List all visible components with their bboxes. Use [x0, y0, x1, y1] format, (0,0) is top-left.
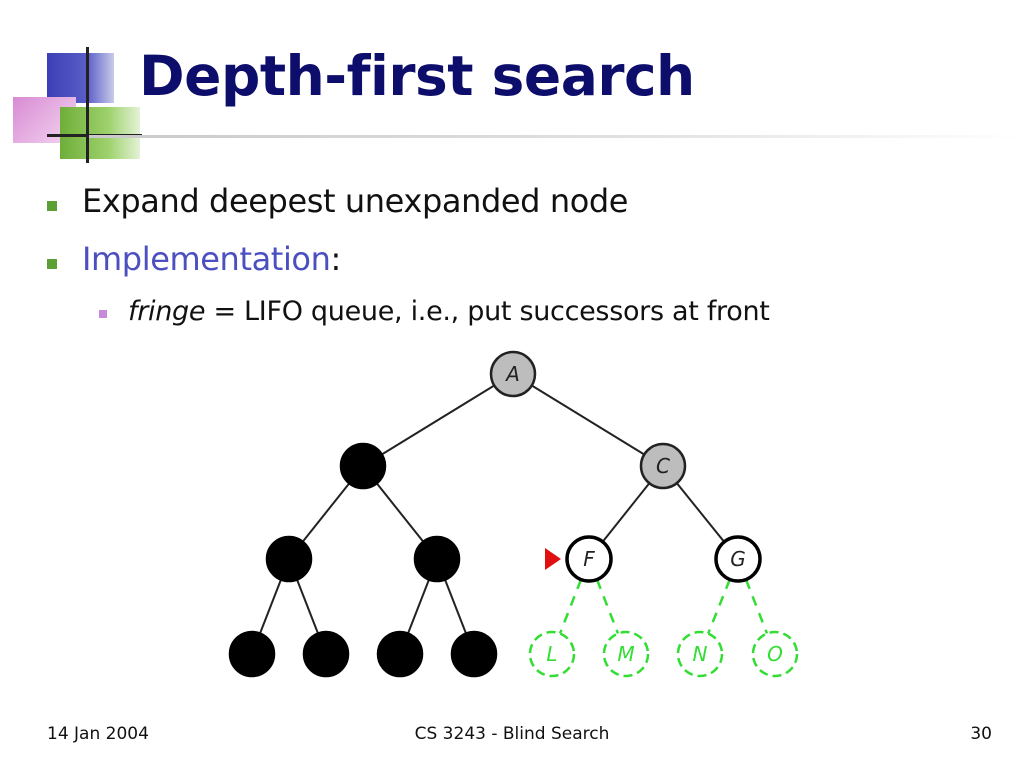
logo-blue-block [47, 53, 114, 103]
tree-edge-G-N [707, 578, 731, 635]
tree-edge-G-O [744, 579, 769, 634]
logo-green-block [60, 107, 140, 159]
tree-node-O: O [751, 630, 799, 678]
tree-edge-C-F [601, 482, 651, 543]
bullet-implementation: Implementation: [82, 240, 341, 278]
tree-node-M: M [602, 630, 650, 678]
tree-node-label-L: L [546, 642, 557, 666]
tree-node-circle-C [639, 442, 687, 490]
tree-node-label-O: O [767, 642, 783, 666]
tree-node-circle-B [339, 442, 387, 490]
tree-node-E [413, 535, 461, 583]
tree-node-circle-A [489, 350, 537, 398]
fringe-description: = LIFO queue, i.e., put successors at fr… [205, 296, 770, 327]
bullet-expand-deepest: Expand deepest unexpanded node [82, 182, 629, 220]
tree-edge-A-B [381, 384, 495, 456]
tree-edge-D-I [296, 579, 319, 634]
tree-node-label-M: M [617, 642, 634, 666]
title-underline-rule [89, 135, 1024, 138]
tree-node-circle-E [413, 535, 461, 583]
tree-edge-E-J [407, 579, 430, 634]
tree-node-circle-G [714, 535, 762, 583]
tree-edge-E-K [444, 579, 467, 634]
tree-edge-A-C [531, 384, 645, 456]
tree-node-circle-N [676, 630, 724, 678]
tree-node-J [376, 630, 424, 678]
tree-node-L: L [528, 630, 576, 678]
tree-node-F: F [565, 535, 613, 583]
tree-node-label-A: A [504, 362, 520, 386]
tree-node-N: N [676, 630, 724, 678]
tree-marker [545, 548, 561, 570]
tree-edge-C-G [676, 482, 725, 543]
footer-date: 14 Jan 2004 [47, 724, 149, 744]
tree-edge-F-M [595, 579, 620, 634]
tree-edges [259, 384, 769, 635]
tree-node-circle-L [528, 630, 576, 678]
sub-bullet-marker [99, 310, 107, 318]
tree-node-circle-J [376, 630, 424, 678]
tree-nodes: A C F G L M N O [228, 350, 799, 678]
tree-node-circle-F [565, 535, 613, 583]
fringe-term: fringe [128, 296, 206, 327]
bullet-marker-2 [47, 259, 57, 269]
tree-node-G: G [714, 535, 762, 583]
tree-edge-D-H [259, 579, 282, 634]
slide-title: Depth-first search [139, 44, 695, 108]
current-node-marker-icon [545, 548, 561, 570]
footer-page-number: 30 [970, 724, 992, 744]
tree-node-circle-O [751, 630, 799, 678]
tree-node-B [339, 442, 387, 490]
tree-node-label-C: C [656, 454, 670, 478]
tree-node-A: A [489, 350, 537, 398]
tree-node-circle-M [602, 630, 650, 678]
bullet-marker-1 [47, 201, 57, 211]
implementation-link[interactable]: Implementation [82, 240, 331, 278]
tree-node-circle-K [450, 630, 498, 678]
tree-node-circle-H [228, 630, 276, 678]
logo-vertical-line [86, 47, 89, 163]
tree-node-circle-D [265, 535, 313, 583]
tree-node-I [302, 630, 350, 678]
tree-edge-B-D [301, 482, 351, 543]
tree-node-K [450, 630, 498, 678]
tree-node-circle-I [302, 630, 350, 678]
tree-node-label-N: N [693, 642, 708, 666]
tree-node-label-F: F [583, 547, 595, 571]
implementation-colon: : [330, 240, 342, 278]
tree-edge-F-L [558, 579, 583, 634]
tree-node-label-G: G [730, 547, 746, 571]
footer-course: CS 3243 - Blind Search [414, 724, 610, 744]
tree-node-H [228, 630, 276, 678]
tree-edge-B-E [375, 482, 425, 543]
tree-node-C: C [639, 442, 687, 490]
bullet-fringe: fringe = LIFO queue, i.e., put successor… [128, 296, 770, 327]
tree-node-D [265, 535, 313, 583]
